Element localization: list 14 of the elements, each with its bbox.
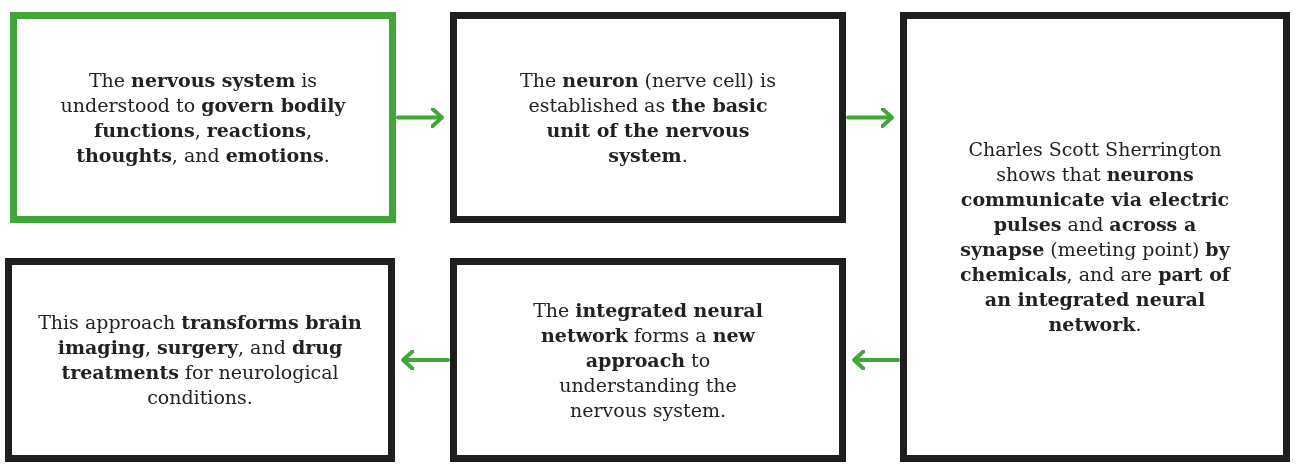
- arrow: [846, 106, 894, 129]
- process-box: [10, 12, 396, 223]
- node-text: This approach transforms brain imaging, surgery, and drug treatments for neurological conditions.: [37, 310, 363, 410]
- node-text: The nervous system is understood to govern bodily functions, reactions, thoughts, and emotions.: [59, 67, 347, 168]
- node-text: The integrated neural network forms a new approach to understanding the nervous system.: [532, 297, 764, 423]
- process-box: [450, 12, 846, 223]
- node-text: The neuron (nerve cell) is established as the basic unit of the nervous system.: [519, 67, 777, 168]
- node-text: Charles Scott Sherrington shows that neurons communicate via electric pulses and across a synapse (meeting point) by chemicals, and are part of an integrated neural network.: [959, 137, 1232, 337]
- process-box: [900, 12, 1290, 462]
- arrow: [852, 349, 900, 371]
- process-box: [5, 258, 395, 462]
- arrow: [396, 106, 444, 129]
- process-box: [450, 258, 846, 462]
- arrow: [401, 349, 450, 371]
